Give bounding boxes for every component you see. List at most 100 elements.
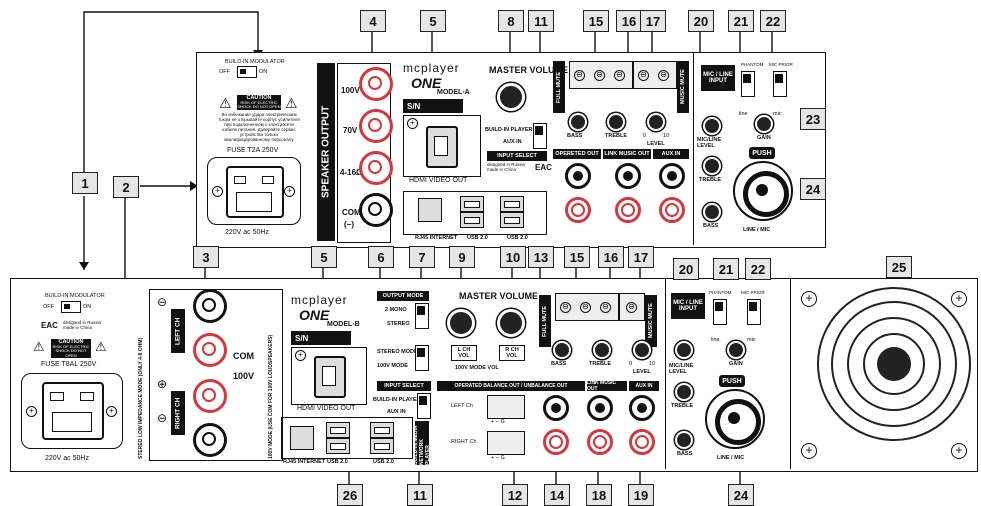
mic-line-level-knob[interactable] bbox=[675, 341, 693, 359]
mic-line-level-knob[interactable] bbox=[703, 117, 721, 135]
mains-inlet[interactable]: + + bbox=[207, 157, 301, 225]
callout-23: 23 bbox=[800, 108, 826, 130]
mic-prior-label: MIC PRIOR bbox=[769, 62, 793, 67]
power-switch[interactable] bbox=[237, 66, 257, 78]
rj45-port[interactable] bbox=[290, 426, 314, 450]
terminal-right-plus[interactable] bbox=[193, 379, 227, 413]
link-music-out-jack-r[interactable] bbox=[587, 429, 613, 455]
bass-knob[interactable] bbox=[569, 113, 587, 131]
fan-hub bbox=[877, 347, 911, 381]
fan-ring bbox=[847, 317, 941, 411]
input-select-switch[interactable] bbox=[533, 123, 547, 149]
master-volume-knob[interactable] bbox=[497, 83, 525, 111]
rj45-port[interactable] bbox=[418, 198, 442, 222]
gain-knob[interactable] bbox=[727, 341, 745, 359]
level-knob[interactable] bbox=[633, 341, 651, 359]
screw-icon: + bbox=[26, 406, 37, 417]
aux-in-jack-l[interactable] bbox=[659, 163, 685, 189]
mic-line-level-label: MIC/LINE LEVEL bbox=[669, 363, 694, 376]
combo-jack[interactable] bbox=[733, 161, 793, 221]
full-mute-terminal[interactable]: ⊖ ⊖ ⊖ bbox=[569, 61, 633, 89]
link-music-out-jack-l[interactable] bbox=[587, 395, 613, 421]
hdmi-port[interactable] bbox=[314, 356, 346, 398]
screw-icon: ⊖ bbox=[560, 302, 571, 313]
treble-knob[interactable] bbox=[607, 113, 625, 131]
left-ch-balanced-terminal[interactable] bbox=[487, 395, 525, 419]
mic-prior-switch[interactable] bbox=[747, 299, 761, 325]
output-mode-switch[interactable] bbox=[415, 303, 429, 329]
made-in-label: designed in Russia made in China bbox=[63, 320, 102, 330]
operated-balance-label: OPERATED BALANCE OUT / UNBALANCE OUT bbox=[437, 381, 585, 391]
series-logo: ONE bbox=[299, 307, 330, 323]
unbalance-out-jack-l[interactable] bbox=[543, 395, 569, 421]
screw-icon: ⊖ bbox=[580, 302, 591, 313]
warning-text-ru: Во избежание удара электрическим током н… bbox=[218, 112, 300, 142]
phantom-switch[interactable] bbox=[741, 71, 755, 97]
terminal-left-plus[interactable] bbox=[193, 333, 227, 367]
level-knob[interactable] bbox=[647, 113, 665, 131]
callout-10: 10 bbox=[500, 246, 526, 268]
full-mute-terminal[interactable]: ⊖ ⊖ ⊖ bbox=[555, 293, 619, 321]
usb-port[interactable] bbox=[460, 196, 484, 212]
mic-label: mic bbox=[747, 337, 756, 343]
callout-15: 15 bbox=[583, 10, 609, 32]
bass-knob[interactable] bbox=[553, 341, 571, 359]
power-switch[interactable] bbox=[61, 301, 81, 313]
link-music-out-jack-l[interactable] bbox=[615, 163, 641, 189]
screw-icon: + bbox=[284, 186, 295, 197]
treble-knob[interactable] bbox=[703, 157, 721, 175]
rj45-usb-frame bbox=[281, 417, 413, 459]
callout-17: 17 bbox=[640, 10, 666, 32]
terminal-com[interactable] bbox=[359, 193, 393, 227]
hdmi-label: HDMI VIDEO OUT bbox=[297, 405, 356, 412]
right-ch-balanced-terminal[interactable] bbox=[487, 431, 525, 455]
usb-port[interactable] bbox=[326, 438, 350, 454]
treble-knob[interactable] bbox=[593, 341, 611, 359]
screw-icon: + bbox=[801, 443, 817, 459]
screw-icon: ⊖ bbox=[574, 70, 585, 81]
terminal-right-minus[interactable] bbox=[193, 423, 227, 457]
operated-out-jack-r[interactable] bbox=[565, 197, 591, 223]
combo-jack[interactable] bbox=[705, 389, 765, 449]
r-ch-volume-knob[interactable] bbox=[497, 309, 525, 337]
phantom-switch[interactable] bbox=[713, 299, 727, 325]
aux-in-jack-r[interactable] bbox=[629, 429, 655, 455]
aux-in-label: AUX IN bbox=[503, 139, 522, 145]
usb-port[interactable] bbox=[500, 196, 524, 212]
terminal-70v[interactable] bbox=[359, 109, 393, 143]
caution-badge: CAUTION RISK OF ELECTRIC SHOCK DO NOT OP… bbox=[51, 339, 91, 359]
terminal-100v[interactable] bbox=[359, 67, 393, 101]
bass-knob[interactable] bbox=[703, 203, 721, 221]
callout-13: 13 bbox=[528, 246, 554, 268]
treble-knob[interactable] bbox=[675, 383, 693, 401]
aux-in-jack-l[interactable] bbox=[629, 395, 655, 421]
gain-knob[interactable] bbox=[755, 115, 773, 133]
usb-port[interactable] bbox=[500, 212, 524, 228]
usb-port[interactable] bbox=[460, 212, 484, 228]
term-neg-label: (−) bbox=[344, 220, 354, 229]
link-music-out-jack-r[interactable] bbox=[615, 197, 641, 223]
usb-port[interactable] bbox=[370, 422, 394, 438]
hdmi-port[interactable] bbox=[426, 126, 458, 168]
amp-mode-switch[interactable] bbox=[415, 345, 429, 371]
screw-icon: ⊖ bbox=[626, 302, 637, 313]
warning-triangle-icon: ⚠ bbox=[285, 95, 298, 111]
mains-inlet[interactable]: + + bbox=[21, 373, 123, 449]
music-mute-terminal[interactable]: ⊖ ⊖ bbox=[633, 61, 677, 89]
l-ch-volume-knob[interactable] bbox=[447, 309, 475, 337]
mic-prior-switch[interactable] bbox=[773, 71, 787, 97]
build-in-media-label: BUILD-IN MEDIA NETWORK PLAYER bbox=[413, 421, 431, 465]
usb-port[interactable] bbox=[370, 438, 394, 454]
unbalance-out-jack-r[interactable] bbox=[543, 429, 569, 455]
right-ch-out-label: RIGHT Ch bbox=[451, 439, 477, 445]
operated-out-jack-l[interactable] bbox=[565, 163, 591, 189]
usb-port[interactable] bbox=[326, 422, 350, 438]
bass-knob[interactable] bbox=[675, 431, 693, 449]
terminal-4-16[interactable] bbox=[359, 151, 393, 185]
aux-in-jack-r[interactable] bbox=[659, 197, 685, 223]
terminal-left-minus[interactable] bbox=[193, 289, 227, 323]
input-select-switch[interactable] bbox=[417, 393, 431, 419]
callout-11: 11 bbox=[528, 10, 554, 32]
music-mute-terminal[interactable]: ⊖ bbox=[619, 293, 645, 321]
treble-label: TREBLE bbox=[699, 177, 721, 183]
